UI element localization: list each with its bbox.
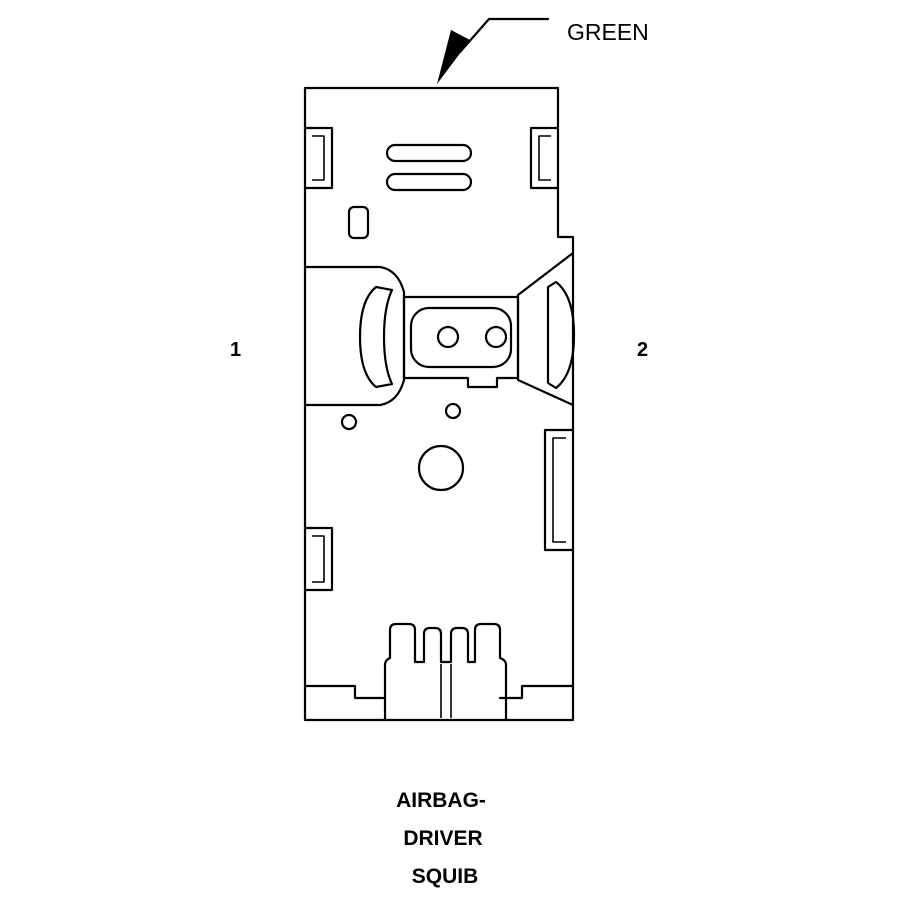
large-hole [417, 444, 465, 492]
right-guide [516, 251, 575, 407]
top-slot-2 [385, 172, 473, 192]
pin-label-right: 2 [637, 339, 648, 361]
terminal-housing [402, 295, 520, 389]
pin-1-cavity [436, 325, 460, 349]
connector-outline [303, 86, 575, 722]
small-key [347, 205, 370, 240]
left-terminal-tab [358, 285, 394, 389]
connector-title-line2: DRIVER [403, 827, 482, 850]
color-callout-label: GREEN [567, 19, 649, 45]
latch-bottom-left [303, 526, 334, 592]
bottom-rail-right [498, 684, 575, 700]
small-hole-left [340, 413, 358, 431]
latch-top-right [529, 126, 560, 190]
bottom-rail-left [303, 684, 386, 700]
right-terminal-tab [546, 280, 576, 390]
latch-right-long [543, 428, 575, 552]
terminal-insert [409, 306, 513, 369]
latch-top-left [303, 126, 334, 190]
pin-label-left: 1 [230, 339, 241, 361]
pin-2-cavity [484, 325, 508, 349]
bottom-cpa-latch [383, 622, 508, 722]
callout-leader-arrow [437, 17, 550, 84]
small-hole-center [444, 402, 462, 420]
connector-title-line3: SQUIB [412, 865, 479, 888]
connector-title-line1: AIRBAG- [396, 789, 486, 812]
top-slot-1 [385, 143, 473, 163]
connector-body [303, 86, 576, 722]
